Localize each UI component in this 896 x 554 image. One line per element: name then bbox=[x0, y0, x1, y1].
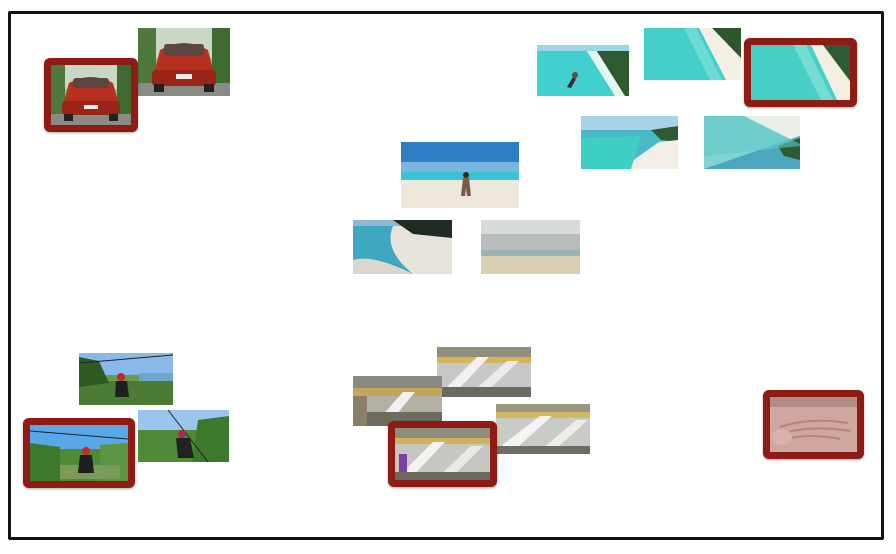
thumbnail-aerial-5[interactable] bbox=[704, 116, 800, 169]
shore-aerial-icon bbox=[644, 28, 741, 80]
thumbnail-mall-2[interactable] bbox=[353, 376, 442, 426]
mall-escalators-icon bbox=[496, 404, 590, 454]
red-car-rear-icon bbox=[51, 65, 131, 125]
coast-tilted-icon bbox=[704, 116, 800, 169]
thumbnail-mall-1[interactable] bbox=[437, 347, 531, 397]
thumbnail-hand-1[interactable] bbox=[763, 390, 864, 459]
thumbnail-zip-3[interactable] bbox=[23, 418, 135, 488]
thumbnail-aerial-2[interactable] bbox=[644, 28, 741, 80]
person-on-beach-icon bbox=[401, 142, 519, 208]
zipline-rider-icon bbox=[30, 425, 128, 481]
thumbnail-aerial-3[interactable] bbox=[744, 38, 857, 107]
thumbnail-mall-4[interactable] bbox=[388, 421, 497, 487]
thumbnail-zip-1[interactable] bbox=[79, 353, 173, 405]
thumbnail-mall-3[interactable] bbox=[496, 404, 590, 454]
thumbnail-car-2[interactable] bbox=[138, 28, 230, 96]
thumbnail-beach-2[interactable] bbox=[353, 220, 452, 274]
mall-escalators-icon bbox=[437, 347, 531, 397]
sand-curve-icon bbox=[353, 220, 452, 274]
mall-escalators-icon bbox=[353, 376, 442, 426]
canvas-frame bbox=[8, 11, 884, 540]
thumbnail-zip-2[interactable] bbox=[138, 410, 229, 462]
thumbnail-car-1[interactable] bbox=[44, 58, 138, 132]
mall-escalators-icon bbox=[395, 428, 490, 480]
thumbnail-beach-1[interactable] bbox=[401, 142, 519, 208]
zipline-rider-icon bbox=[79, 353, 173, 405]
thumbnail-aerial-4[interactable] bbox=[581, 116, 678, 169]
shore-aerial-icon bbox=[751, 45, 850, 100]
red-car-rear-icon bbox=[138, 28, 230, 96]
swimmer-aerial-icon bbox=[537, 45, 629, 96]
coast-aerial-icon bbox=[581, 116, 678, 169]
hand-closeup-icon bbox=[770, 397, 857, 452]
thumbnail-beach-3[interactable] bbox=[481, 220, 580, 274]
cloudy-beach-icon bbox=[481, 220, 580, 274]
thumbnail-aerial-1[interactable] bbox=[537, 45, 629, 96]
zipline-rider-icon bbox=[138, 410, 229, 462]
